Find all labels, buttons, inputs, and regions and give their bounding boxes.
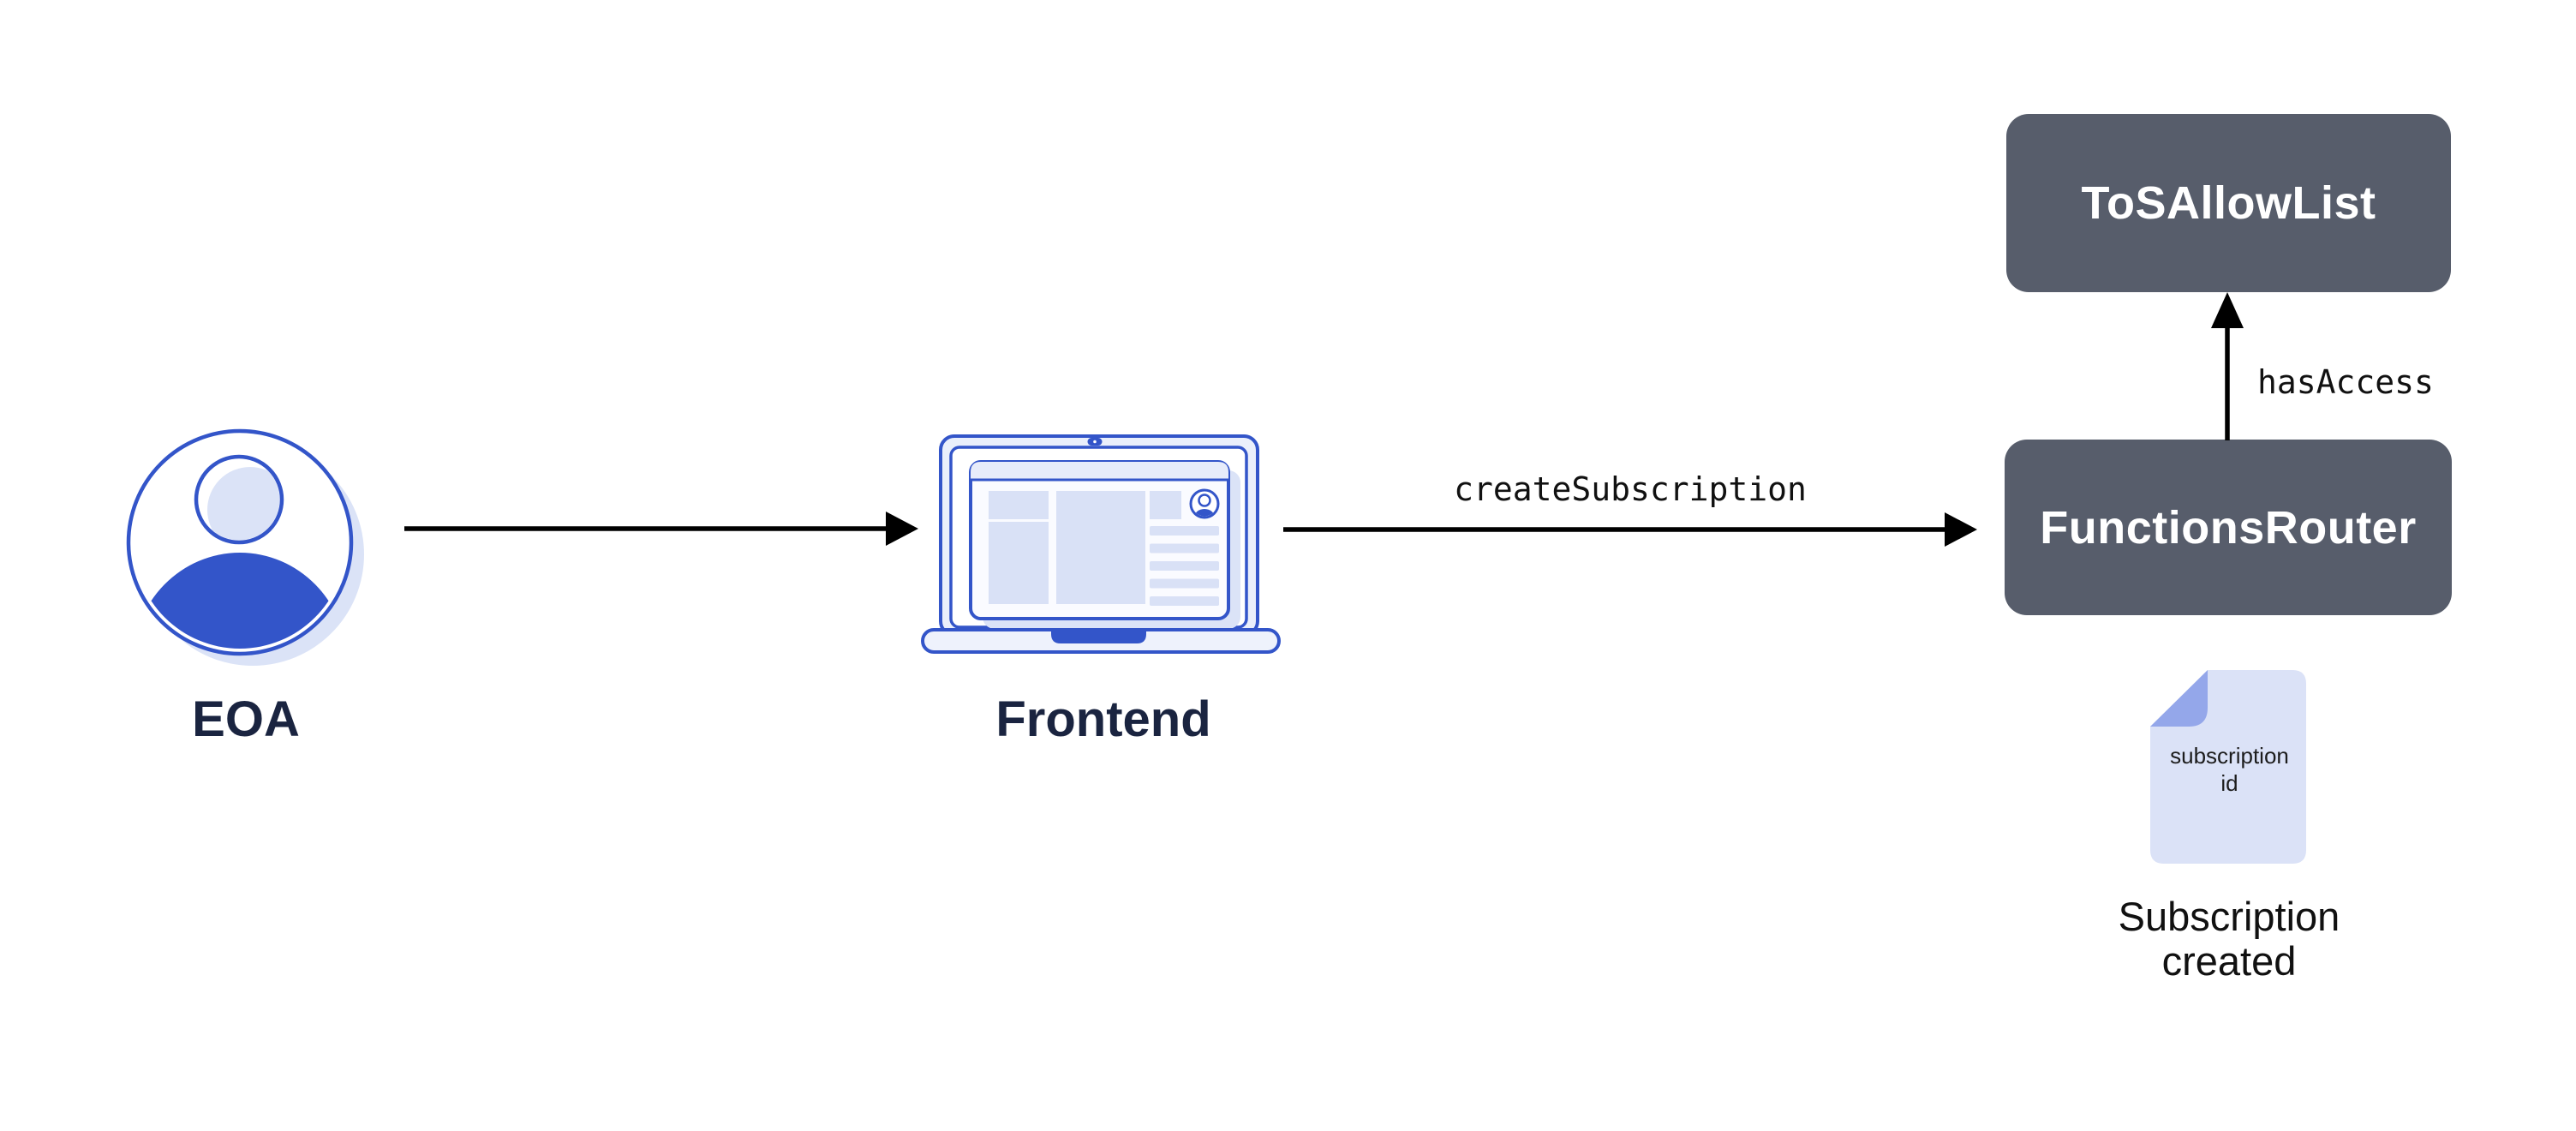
laptop-icon [921,434,1281,654]
folded-corner [2150,670,2208,727]
arrow-eoa-to-frontend [404,512,918,546]
frontend-label: Frontend [995,691,1211,747]
eoa-label: EOA [192,691,300,747]
subscription-created-line2: created [2161,938,2297,984]
tos-allow-list-label: ToSAllowList [2081,177,2376,229]
document-text-line2: id [2220,770,2238,796]
arrow-frontend-to-router [1283,512,1977,547]
subscription-created-line1: Subscription [2118,894,2340,939]
edge-label-create-subscription: createSubscription [1454,470,1807,508]
document-text-line1: subscription [2170,743,2289,769]
edge-label-has-access: hasAccess [2257,363,2434,401]
functions-router-label: FunctionsRouter [2040,501,2417,554]
node-tos-allow-list: ToSAllowList [2006,114,2451,292]
subscription-created-caption: Subscription created [2058,895,2400,984]
document-icon [2150,670,2306,864]
node-functions-router: FunctionsRouter [2005,440,2452,615]
user-avatar-icon [126,428,364,666]
arrow-router-to-tos [2211,292,2244,440]
document-text: subscription id [2146,742,2313,797]
